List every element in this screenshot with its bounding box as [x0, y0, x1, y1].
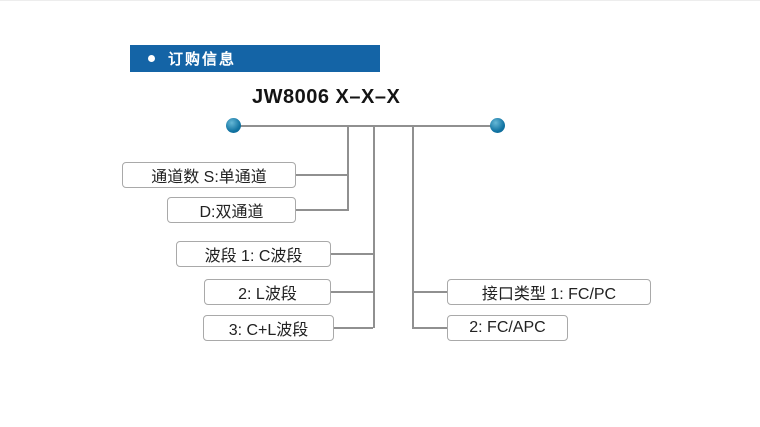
connector-interface-2 — [412, 327, 447, 329]
branch-line-channel — [347, 126, 349, 211]
option-box-band-l: 2: L波段 — [204, 279, 331, 305]
option-box-band-c: 波段 1: C波段 — [176, 241, 331, 267]
option-box-interface-fcapc: 2: FC/APC — [447, 315, 568, 341]
section-title: 订购信息 — [168, 51, 237, 68]
option-box-band-cl: 3: C+L波段 — [203, 315, 334, 341]
bullet-icon — [148, 55, 155, 62]
connector-band-1 — [331, 253, 373, 255]
connector-band-3 — [334, 327, 373, 329]
option-box-channel-single: 通道数 S:单通道 — [122, 162, 296, 188]
main-line — [233, 125, 497, 127]
line-endpoint-right-icon — [490, 118, 505, 133]
connector-channel-s — [296, 174, 348, 176]
line-endpoint-left-icon — [226, 118, 241, 133]
connector-channel-d — [296, 209, 348, 211]
branch-line-interface — [412, 126, 414, 328]
model-code-title: JW8006 X–X–X — [252, 86, 401, 108]
option-box-interface-fcpc: 接口类型 1: FC/PC — [447, 279, 651, 305]
branch-line-band — [373, 126, 375, 328]
section-header-banner: 订购信息 — [130, 45, 380, 72]
connector-interface-1 — [412, 291, 447, 293]
option-box-channel-dual: D:双通道 — [167, 197, 296, 223]
connector-band-2 — [331, 291, 373, 293]
